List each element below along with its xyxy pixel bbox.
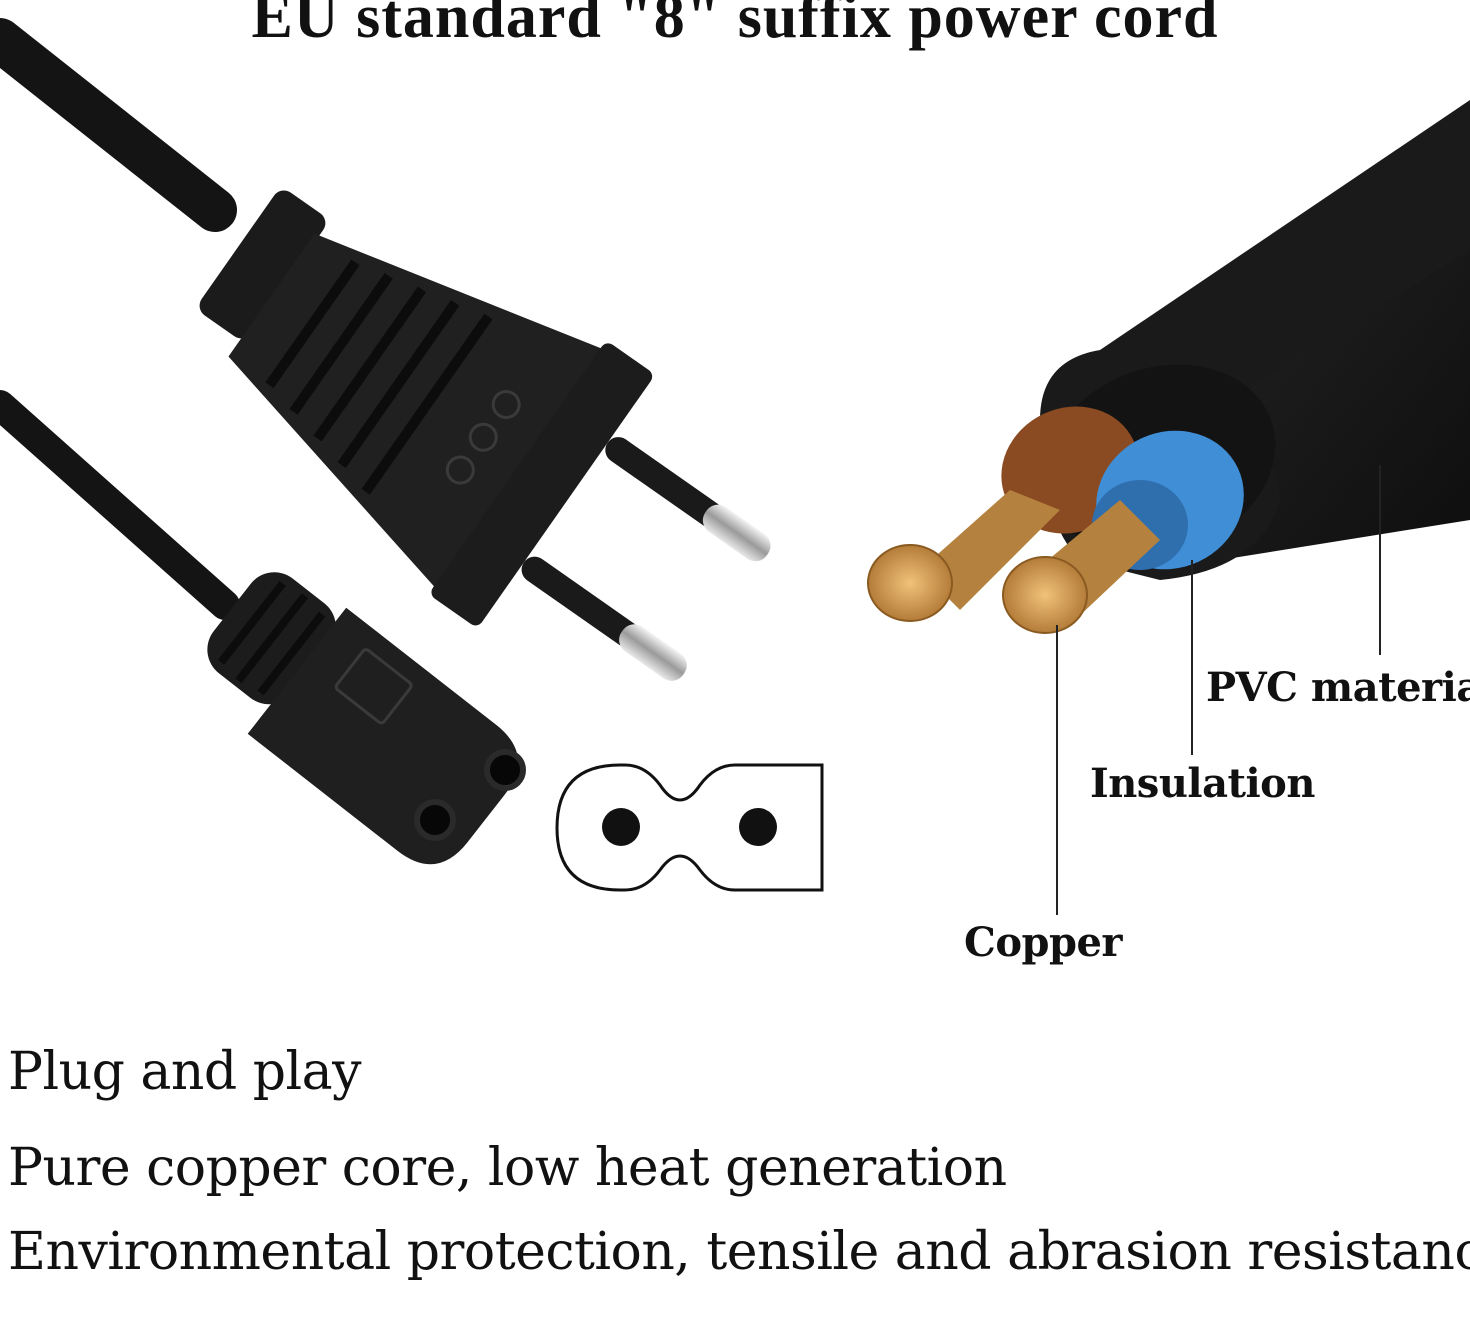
connector-cable bbox=[0, 390, 240, 620]
page-title: EU standard "8" suffix power cord bbox=[251, 0, 1219, 51]
feature-plug-and-play: Plug and play bbox=[8, 1042, 362, 1102]
plug-cable bbox=[0, 18, 237, 232]
connector-socket bbox=[484, 749, 526, 791]
feature-protection: Environmental protection, tensile and ab… bbox=[8, 1222, 1470, 1282]
connector-socket bbox=[414, 799, 456, 841]
figure-8-connector bbox=[207, 572, 518, 865]
feature-copper-core: Pure copper core, low heat generation bbox=[8, 1138, 1007, 1198]
insulation-label: Insulation bbox=[1090, 760, 1315, 807]
eu-plug bbox=[199, 190, 771, 681]
pvc-material-label: PVC materia bbox=[1206, 664, 1470, 711]
copper-label: Copper bbox=[964, 919, 1122, 966]
cable-cross-section bbox=[867, 100, 1470, 634]
figure-8-outline-diagram bbox=[555, 763, 824, 892]
